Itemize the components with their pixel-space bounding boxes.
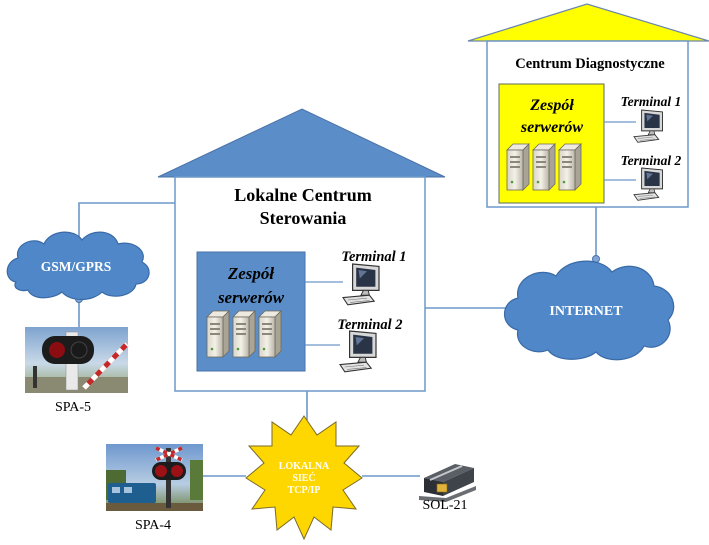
diagnostic-servers-label-line1: Zespół: [529, 97, 574, 114]
local-terminal2-label: Terminal 2: [337, 317, 402, 333]
diagnostic-server-icon: [506, 143, 582, 191]
gsm-cloud-icon: [6, 231, 150, 301]
spa4-crossing-photo-icon: [106, 444, 203, 511]
diagnostic-servers-label-line2: serwerów: [520, 119, 584, 136]
spa4-device: SPA-4: [106, 444, 203, 533]
local-network-label-line3: TCP/IP: [288, 485, 321, 496]
local-center-title-line2: Sterowania: [260, 208, 347, 228]
internet-cloud-label: INTERNET: [549, 304, 623, 319]
spa5-device: SPA-5: [25, 327, 129, 415]
spa5-crossing-photo-icon: [25, 327, 129, 393]
gsm-gprs-cloud: GSM/GPRS: [6, 231, 150, 301]
sol21-label: SOL-21: [422, 498, 467, 513]
connection-lines: [78, 202, 597, 477]
local-network-label-line1: LOKALNA: [279, 461, 330, 472]
internet-cloud: INTERNET: [503, 260, 675, 361]
local-center-roof-icon: [157, 108, 446, 178]
local-terminal1-label: Terminal 1: [341, 249, 406, 265]
local-center-title-line1: Lokalne Centrum: [234, 185, 372, 205]
sol21-device: SOL-21: [419, 464, 476, 513]
diagnostic-terminal1-label: Terminal 1: [621, 94, 682, 109]
diagnostic-terminal2-label: Terminal 2: [621, 153, 682, 168]
local-network-burst-icon: [245, 415, 363, 541]
local-servers-label-line1: Zespół: [227, 264, 275, 283]
link-lcs-gsm: [78, 202, 175, 240]
diagnostic-center: Centrum Diagnostyczne Zespół serwerów Te…: [467, 3, 709, 208]
spa4-label: SPA-4: [135, 518, 171, 533]
local-control-center: Lokalne Centrum Sterowania Zespół serwer…: [157, 108, 446, 392]
gsm-cloud-label: GSM/GPRS: [41, 259, 112, 274]
local-network: LOKALNA SIEĆ TCP/IP: [245, 415, 363, 541]
local-servers-label-line2: serwerów: [217, 288, 285, 307]
spa5-label: SPA-5: [55, 400, 91, 415]
diagnostic-center-roof-icon: [467, 3, 709, 42]
diagnostic-center-title: Centrum Diagnostyczne: [515, 56, 665, 72]
local-server-icon: [206, 310, 282, 358]
sol21-rail-sensor-icon: [419, 464, 476, 502]
internet-cloud-icon: [503, 260, 675, 361]
local-network-label-line2: SIEĆ: [292, 472, 315, 484]
